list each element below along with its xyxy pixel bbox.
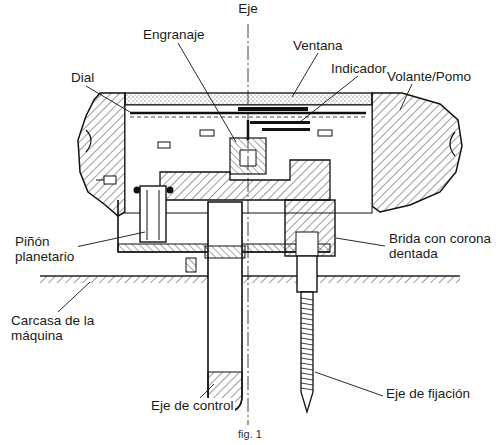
thread-stroke [301,373,313,375]
part-label: Eje [237,1,259,16]
wheel [318,130,332,136]
thread-stroke [301,353,313,355]
leader-line [300,76,358,122]
leader-line [200,384,214,398]
fixing-shaft [297,256,317,292]
part-label: Brida con corona dentada [388,231,494,261]
thread-stroke [301,368,313,370]
part-label: Engranaje [142,27,206,42]
part-label: Eje de control [150,398,235,413]
screw [104,176,116,184]
thread [301,298,313,390]
thread-stroke [301,308,313,310]
leader-line [336,238,385,246]
leader-lines [58,43,412,398]
thread-stroke [301,318,313,320]
thread-stroke [301,313,313,315]
part-label: Piñón planetario [14,234,78,264]
part-label: Ventana [292,38,344,53]
part-label: Eje de fijación [385,386,471,401]
carrier [160,160,330,200]
centre-line [248,24,249,425]
knob-right [372,93,462,212]
pinion-tooth [147,190,148,240]
indicator [238,107,308,111]
thread-stroke [301,333,313,335]
thread-stroke [301,328,313,330]
control-shaft [208,202,242,412]
seal [167,187,174,194]
thread-stroke [301,358,313,360]
planet-pinion [140,186,166,242]
screw-tip [96,180,104,181]
thread-stroke [301,348,313,350]
thread-stroke [301,338,313,340]
leader-line [86,86,130,112]
thread-stroke [301,383,313,385]
pinion-tooth [159,190,160,240]
thread-stroke [301,303,313,305]
thread-stroke [301,378,313,380]
flange [285,200,335,256]
leader-line [315,372,383,396]
thread-stroke [301,388,313,390]
part-label: Indicador [330,61,388,76]
flange-bore [296,232,318,256]
shaft-collar [205,246,245,258]
leader-line [400,84,412,110]
thread-stroke [301,363,313,365]
ground-line [40,275,460,276]
indicator-plate [262,128,310,131]
figure-caption: fig. 1 [238,428,262,440]
part-label: Dial [70,70,95,85]
wheel [158,142,170,148]
fixing-pin [301,292,313,412]
ground-hatch [40,276,460,283]
part-label: Carcasa de la máquina [10,313,104,343]
leader-line [178,43,236,142]
part-label: Volante/Pomo [386,69,472,84]
leader-line [292,53,318,97]
leader-line [58,282,90,312]
screw [186,258,196,272]
knob-left [78,93,125,216]
thread-stroke [301,298,313,300]
wheel [200,130,214,136]
thread-stroke [301,343,313,345]
thread-stroke [301,323,313,325]
